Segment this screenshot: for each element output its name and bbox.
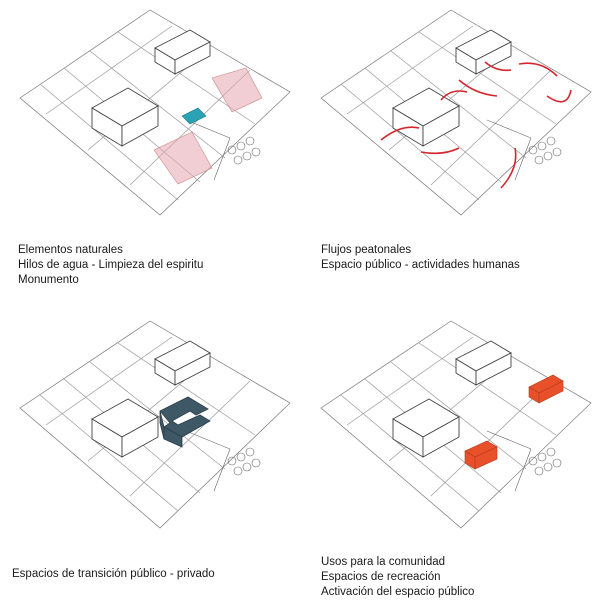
caption-line: Espacios de transición público - privado [12,568,215,580]
caption-pedestrian-flows: Flujos peatonales Espacio público - acti… [321,243,520,273]
pink-hatched-area-south [153,131,213,185]
caption-line: Hilos de agua - Limpieza del espiritu [18,259,204,271]
axonometric-drawing-community [320,320,592,529]
axonometric-drawing-natural [19,9,291,216]
axonometric-drawing-flows [320,9,592,216]
transition-space-block [159,396,211,448]
caption-transition-spaces: Espacios de transición público - privado [12,567,215,582]
caption-line: Espacios de recreación [321,571,441,583]
caption-line: Flujos peatonales [321,244,412,256]
caption-line: Activación del espacio público [321,586,475,598]
caption-line: Usos para la comunidad [321,556,446,568]
pedestrian-flow-curves [380,61,572,189]
caption-community-uses: Usos para la comunidad Espacios de recre… [321,555,474,600]
community-block-north [528,374,564,404]
panel-transition-spaces: Espacios de transición público - privado [0,303,301,606]
axonometric-drawing-transition [19,320,291,529]
caption-line: Espacio público - actividades humanas [321,259,520,271]
caption-line: Monumento [18,274,79,286]
panel-pedestrian-flows: Flujos peatonales Espacio público - acti… [301,0,602,303]
caption-line: Elementos naturales [18,244,123,256]
pink-hatched-area-north [211,67,263,113]
caption-natural-elements: Elementos naturales Hilos de agua - Limp… [18,243,203,288]
panel-natural-elements: Elementos naturales Hilos de agua - Limp… [0,0,301,303]
water-feature [181,107,207,125]
panel-community-uses: Usos para la comunidad Espacios de recre… [301,303,602,606]
community-block-south [464,440,498,470]
